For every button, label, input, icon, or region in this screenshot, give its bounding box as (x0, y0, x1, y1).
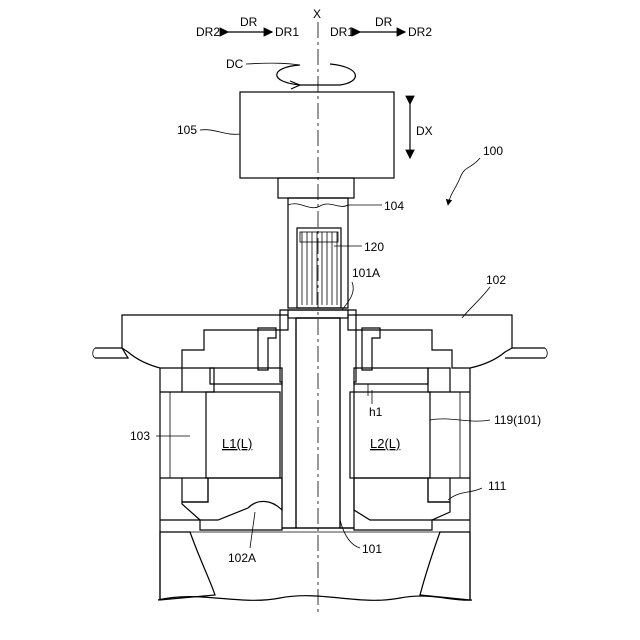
svg-text:DR: DR (240, 15, 258, 29)
svg-text:DX: DX (416, 124, 433, 138)
svg-text:DC: DC (226, 57, 244, 71)
base-right (420, 532, 470, 600)
block-105 (240, 92, 394, 178)
label-103: 103 (130, 429, 150, 443)
label-120: 120 (364, 240, 384, 254)
svg-text:DR: DR (375, 15, 393, 29)
label-100: 100 (483, 144, 503, 158)
label-h1: h1 (369, 405, 383, 419)
coil-l2: L2(L) (350, 392, 430, 478)
label-101: 101 (362, 542, 382, 556)
label-102a: 102A (228, 551, 256, 565)
label-105: 105 (177, 123, 197, 137)
bracket-left (258, 328, 276, 370)
dr-arrow-right: DR DR1 DR2 (330, 15, 432, 39)
label-102: 102 (486, 273, 506, 287)
bracket-right (362, 328, 380, 370)
svg-text:DR1: DR1 (330, 25, 354, 39)
axis-label: X (313, 7, 321, 21)
base-left (160, 532, 215, 600)
svg-text:L2(L): L2(L) (370, 436, 400, 451)
label-111: 111 (488, 479, 507, 493)
dc-rotation: DC (226, 57, 355, 89)
label-104: 104 (384, 199, 404, 213)
lower-core-left (182, 478, 282, 520)
svg-text:L1(L): L1(L) (222, 436, 252, 451)
dx-arrow: DX (410, 104, 433, 158)
svg-text:DR2: DR2 (408, 25, 432, 39)
coil-l1: L1(L) (206, 392, 280, 478)
housing-102 (93, 315, 548, 368)
svg-text:DR2: DR2 (196, 25, 220, 39)
dr-arrow-left: DR DR2 DR1 (196, 15, 299, 39)
lower-core-right (354, 478, 450, 520)
leader-100 (448, 158, 480, 205)
label-119: 119(101) (494, 413, 541, 427)
label-101a: 101A (352, 266, 380, 280)
svg-text:DR1: DR1 (275, 25, 299, 39)
